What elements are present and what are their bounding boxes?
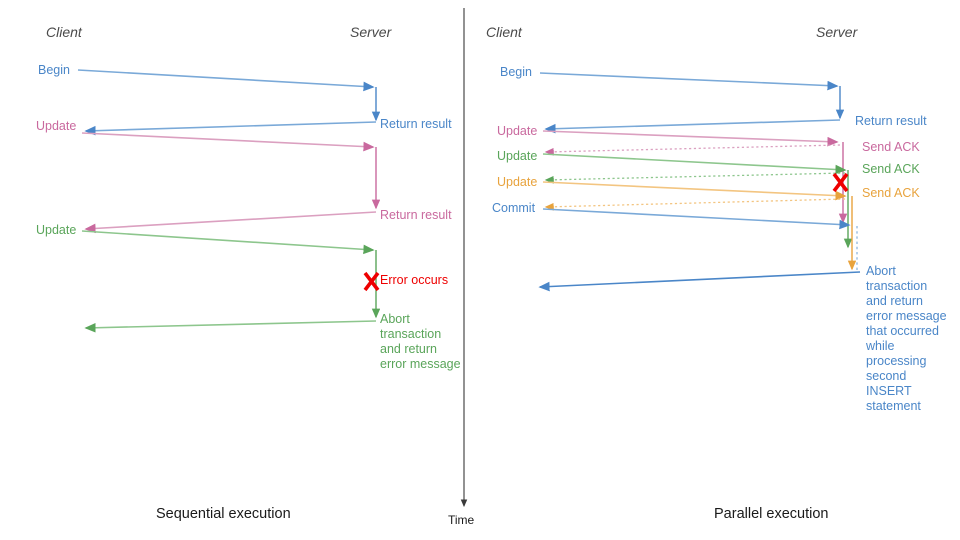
message-label-par-ack-1: Send ACK: [862, 140, 920, 154]
arrow-seq-return-2: [84, 211, 377, 234]
arrow-seq-update-1: [81, 132, 375, 152]
actor-label-client-parallel: Client: [486, 24, 522, 40]
message-label-seq-abort: Abort transaction and return error messa…: [380, 312, 461, 371]
panel-caption-sequential: Sequential execution: [156, 506, 291, 522]
message-label-seq-error: Error occurs: [380, 273, 449, 287]
message-label-par-begin: Begin: [500, 65, 532, 79]
panel-caption-parallel: Parallel execution: [714, 506, 829, 522]
message-label-seq-return-1: Return result: [380, 117, 452, 131]
actor-label-server-sequential: Server: [350, 24, 392, 40]
message-label-par-commit: Commit: [492, 201, 536, 215]
error-x-icon-sequential: [363, 271, 380, 292]
time-axis-label: Time: [448, 513, 475, 527]
arrow-par-begin: [539, 72, 839, 91]
message-label-par-return-1: Return result: [855, 114, 927, 128]
message-label-seq-return-2: Return result: [380, 208, 452, 222]
actor-label-server-parallel: Server: [816, 24, 858, 40]
arrow-seq-abort: [84, 320, 377, 333]
message-label-par-update-2: Update: [497, 149, 538, 163]
arrow-par-ack-1: [544, 144, 841, 156]
arrow-seq-begin: [77, 69, 375, 92]
message-label-par-abort: Abort transaction and return error messa…: [866, 264, 947, 413]
arrow-par-ack-3: [544, 198, 846, 211]
arrow-seq-return-1: [84, 121, 377, 136]
arrow-par-update-2: [542, 153, 847, 175]
message-label-par-update-3: Update: [497, 175, 538, 189]
arrow-par-ack-2: [544, 172, 846, 184]
arrow-par-abort: [538, 271, 861, 292]
arrow-par-update-3: [542, 181, 847, 201]
arrow-par-return-1: [544, 119, 841, 134]
message-label-par-ack-2: Send ACK: [862, 162, 920, 176]
actor-label-client-sequential: Client: [46, 24, 82, 40]
message-label-seq-begin: Begin: [38, 63, 70, 77]
message-label-par-update-1: Update: [497, 124, 538, 138]
message-label-seq-update-1: Update: [36, 119, 77, 133]
message-label-seq-update-2: Update: [36, 223, 77, 237]
arrow-par-update-1: [542, 130, 839, 147]
error-x-icon-parallel: [832, 172, 849, 193]
message-label-par-ack-3: Send ACK: [862, 186, 920, 200]
arrow-seq-update-2: [81, 230, 375, 255]
arrow-par-commit: [542, 208, 851, 230]
